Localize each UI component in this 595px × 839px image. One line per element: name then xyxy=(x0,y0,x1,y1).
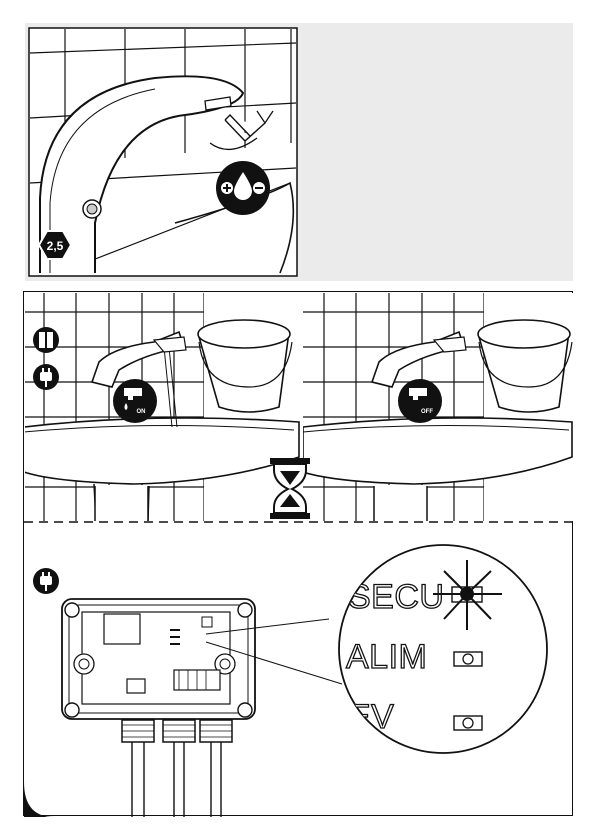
tap-off-badge: OFF xyxy=(398,379,442,423)
led-alim-off xyxy=(454,652,482,666)
led-zoom-circle: SECU ALIM EV xyxy=(339,545,547,753)
scene-tap-on xyxy=(24,292,302,522)
step1-panel: 2,5 xyxy=(25,23,573,281)
led-ev-off xyxy=(454,716,482,730)
hex-key-badge: 2,5 xyxy=(39,231,71,259)
tap-off-label: OFF xyxy=(421,409,433,415)
led-label-ev: EV xyxy=(348,698,394,736)
page-corner-mark xyxy=(24,782,54,817)
led-label-secu: SECU xyxy=(348,578,444,616)
step2-step3-illustration: ON OFF xyxy=(24,292,574,817)
tap-on-badge: ON xyxy=(113,379,157,423)
step2-step3-panel: ON OFF xyxy=(23,291,573,816)
drop-plus-minus-icon xyxy=(216,161,270,215)
hex-key-size: 2,5 xyxy=(47,239,64,253)
tap-on-label: ON xyxy=(137,409,146,415)
power-plug-icon xyxy=(33,568,59,594)
power-plug-icon xyxy=(33,364,59,390)
battery-icon xyxy=(33,327,59,353)
led-label-alim: ALIM xyxy=(346,638,427,676)
step1-illustration: 2,5 xyxy=(25,23,573,281)
